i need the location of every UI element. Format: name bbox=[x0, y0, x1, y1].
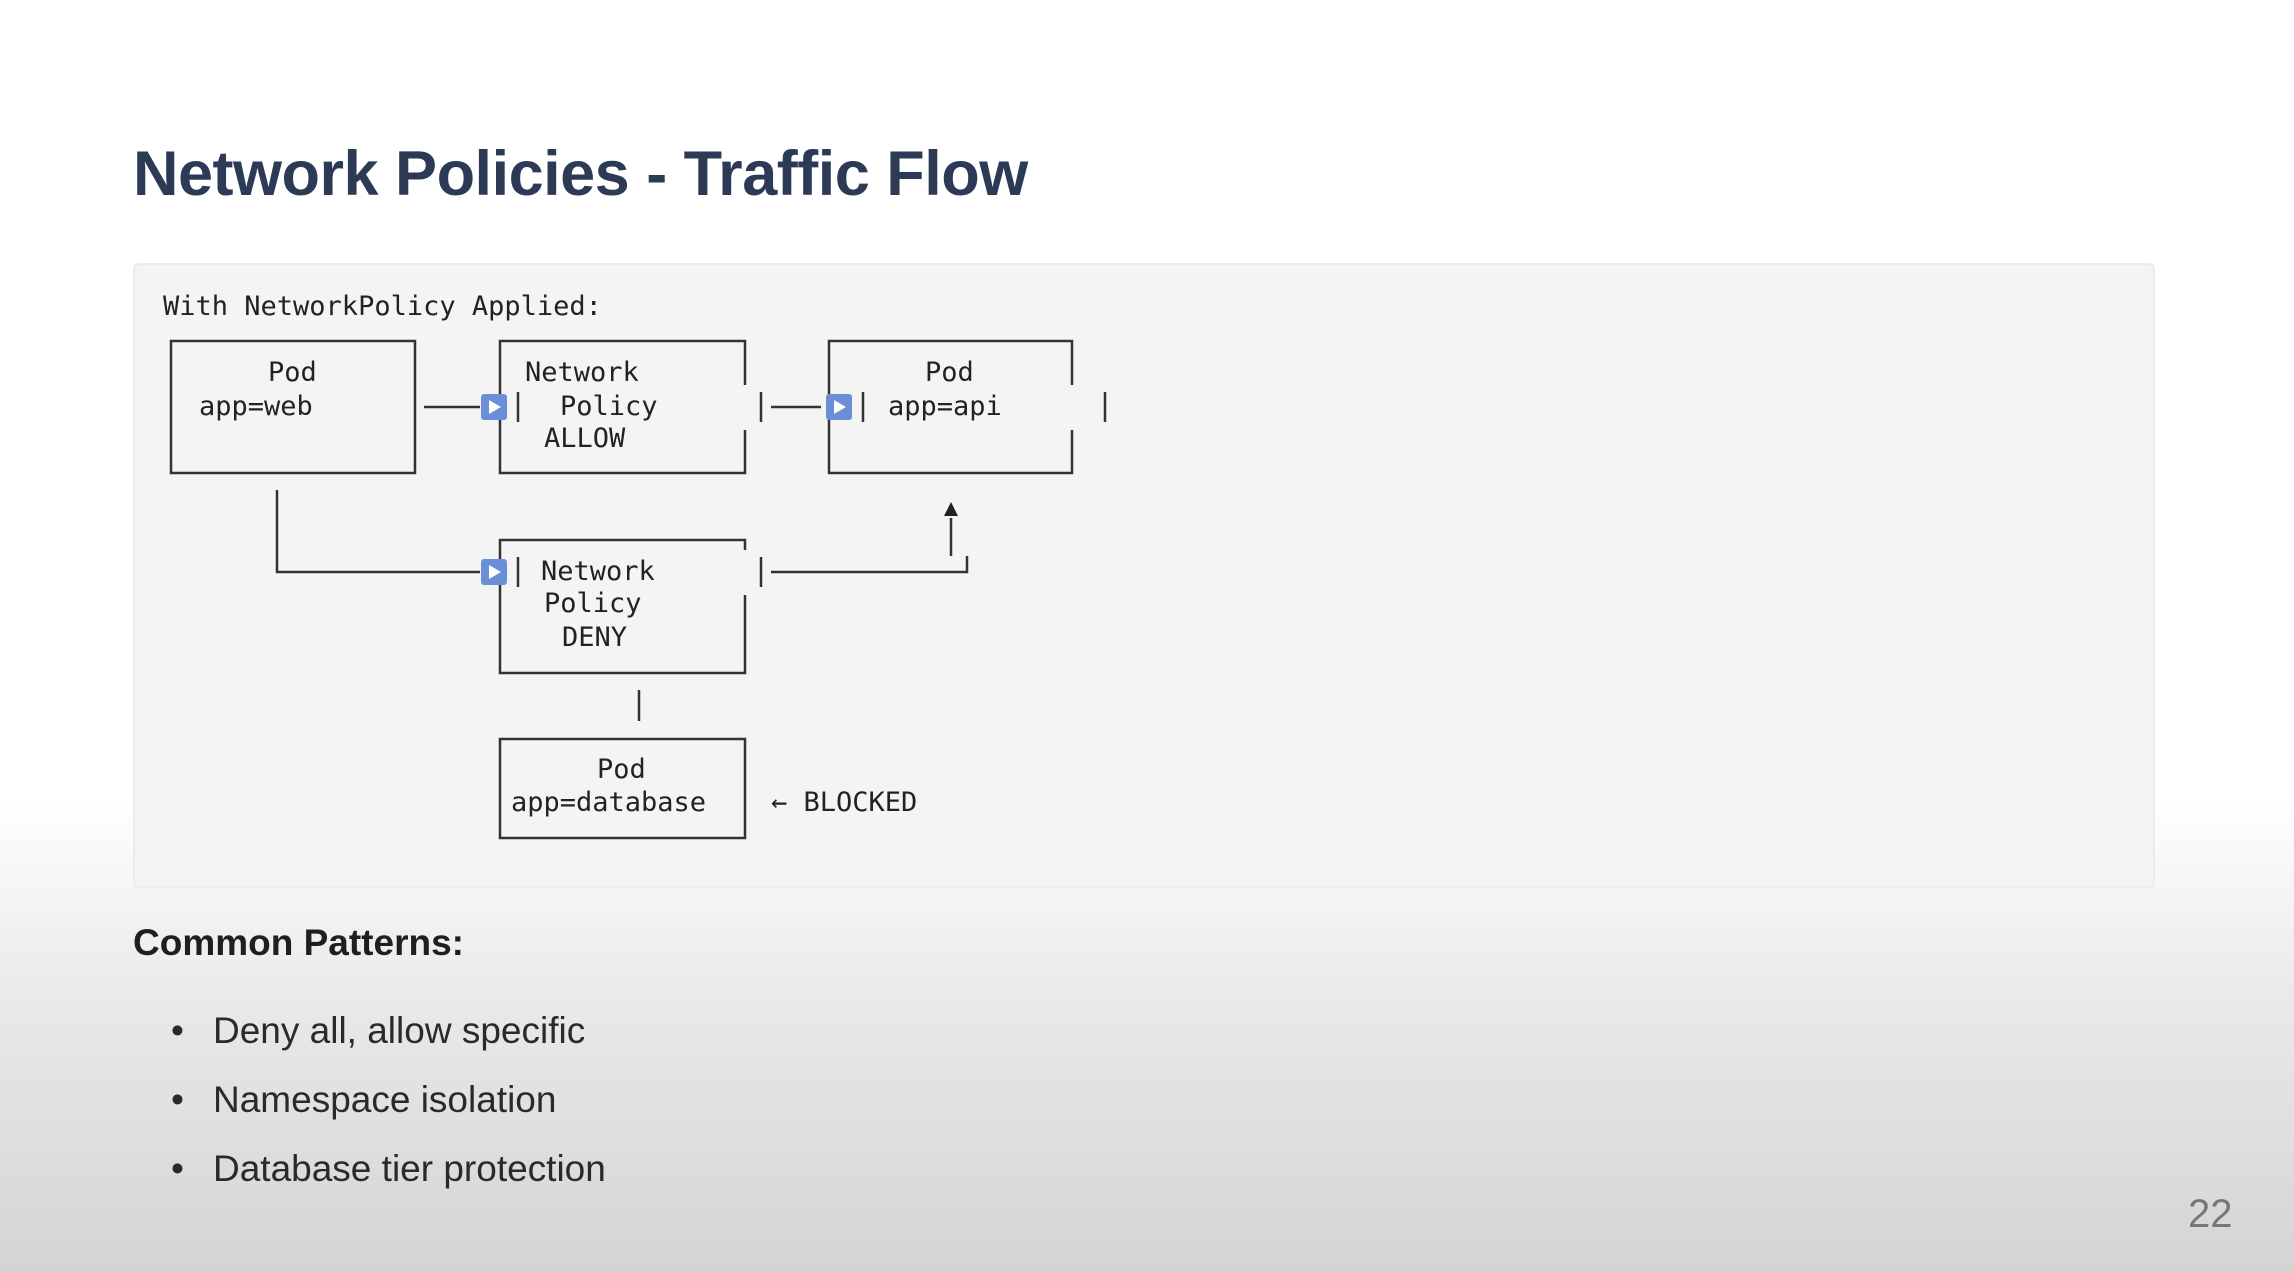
list-item: Database tier protection bbox=[133, 1143, 606, 1212]
blocked-label: ← BLOCKED bbox=[771, 787, 918, 818]
diagram-panel bbox=[133, 263, 2155, 888]
connector bbox=[771, 556, 969, 574]
slide-title: Network Policies - Traffic Flow bbox=[133, 139, 1028, 209]
patterns-list: Deny all, allow specific Namespace isola… bbox=[133, 1005, 606, 1212]
policy-deny-action: DENY bbox=[562, 622, 628, 653]
play-icon bbox=[481, 559, 507, 585]
pod-db-box bbox=[498, 737, 747, 840]
pod-web-box bbox=[169, 339, 417, 475]
pod-web-selector: app=web bbox=[199, 391, 313, 422]
policy-deny-label: Network bbox=[541, 556, 655, 587]
play-icon bbox=[826, 394, 852, 420]
policy-allow-label: Policy bbox=[560, 391, 658, 422]
pod-db-selector: app=database bbox=[511, 787, 707, 818]
policy-allow-action: ALLOW bbox=[544, 423, 626, 454]
policy-deny-box bbox=[498, 538, 747, 675]
connector bbox=[275, 490, 480, 574]
arrow-up-icon bbox=[944, 502, 958, 516]
policy-deny-label: Policy bbox=[544, 588, 642, 619]
page-number: 22 bbox=[2188, 1192, 2233, 1236]
list-item: Namespace isolation bbox=[133, 1074, 606, 1143]
diagram-heading: With NetworkPolicy Applied: bbox=[163, 291, 602, 322]
pod-api-label: Pod bbox=[925, 357, 974, 388]
list-item: Deny all, allow specific bbox=[133, 1005, 606, 1074]
pod-web-label: Pod bbox=[268, 357, 317, 388]
pod-api-selector: app=api bbox=[888, 391, 1002, 422]
pod-db-label: Pod bbox=[597, 754, 646, 785]
patterns-heading: Common Patterns: bbox=[133, 922, 464, 963]
play-icon bbox=[481, 394, 507, 420]
policy-allow-label: Network bbox=[525, 357, 639, 388]
